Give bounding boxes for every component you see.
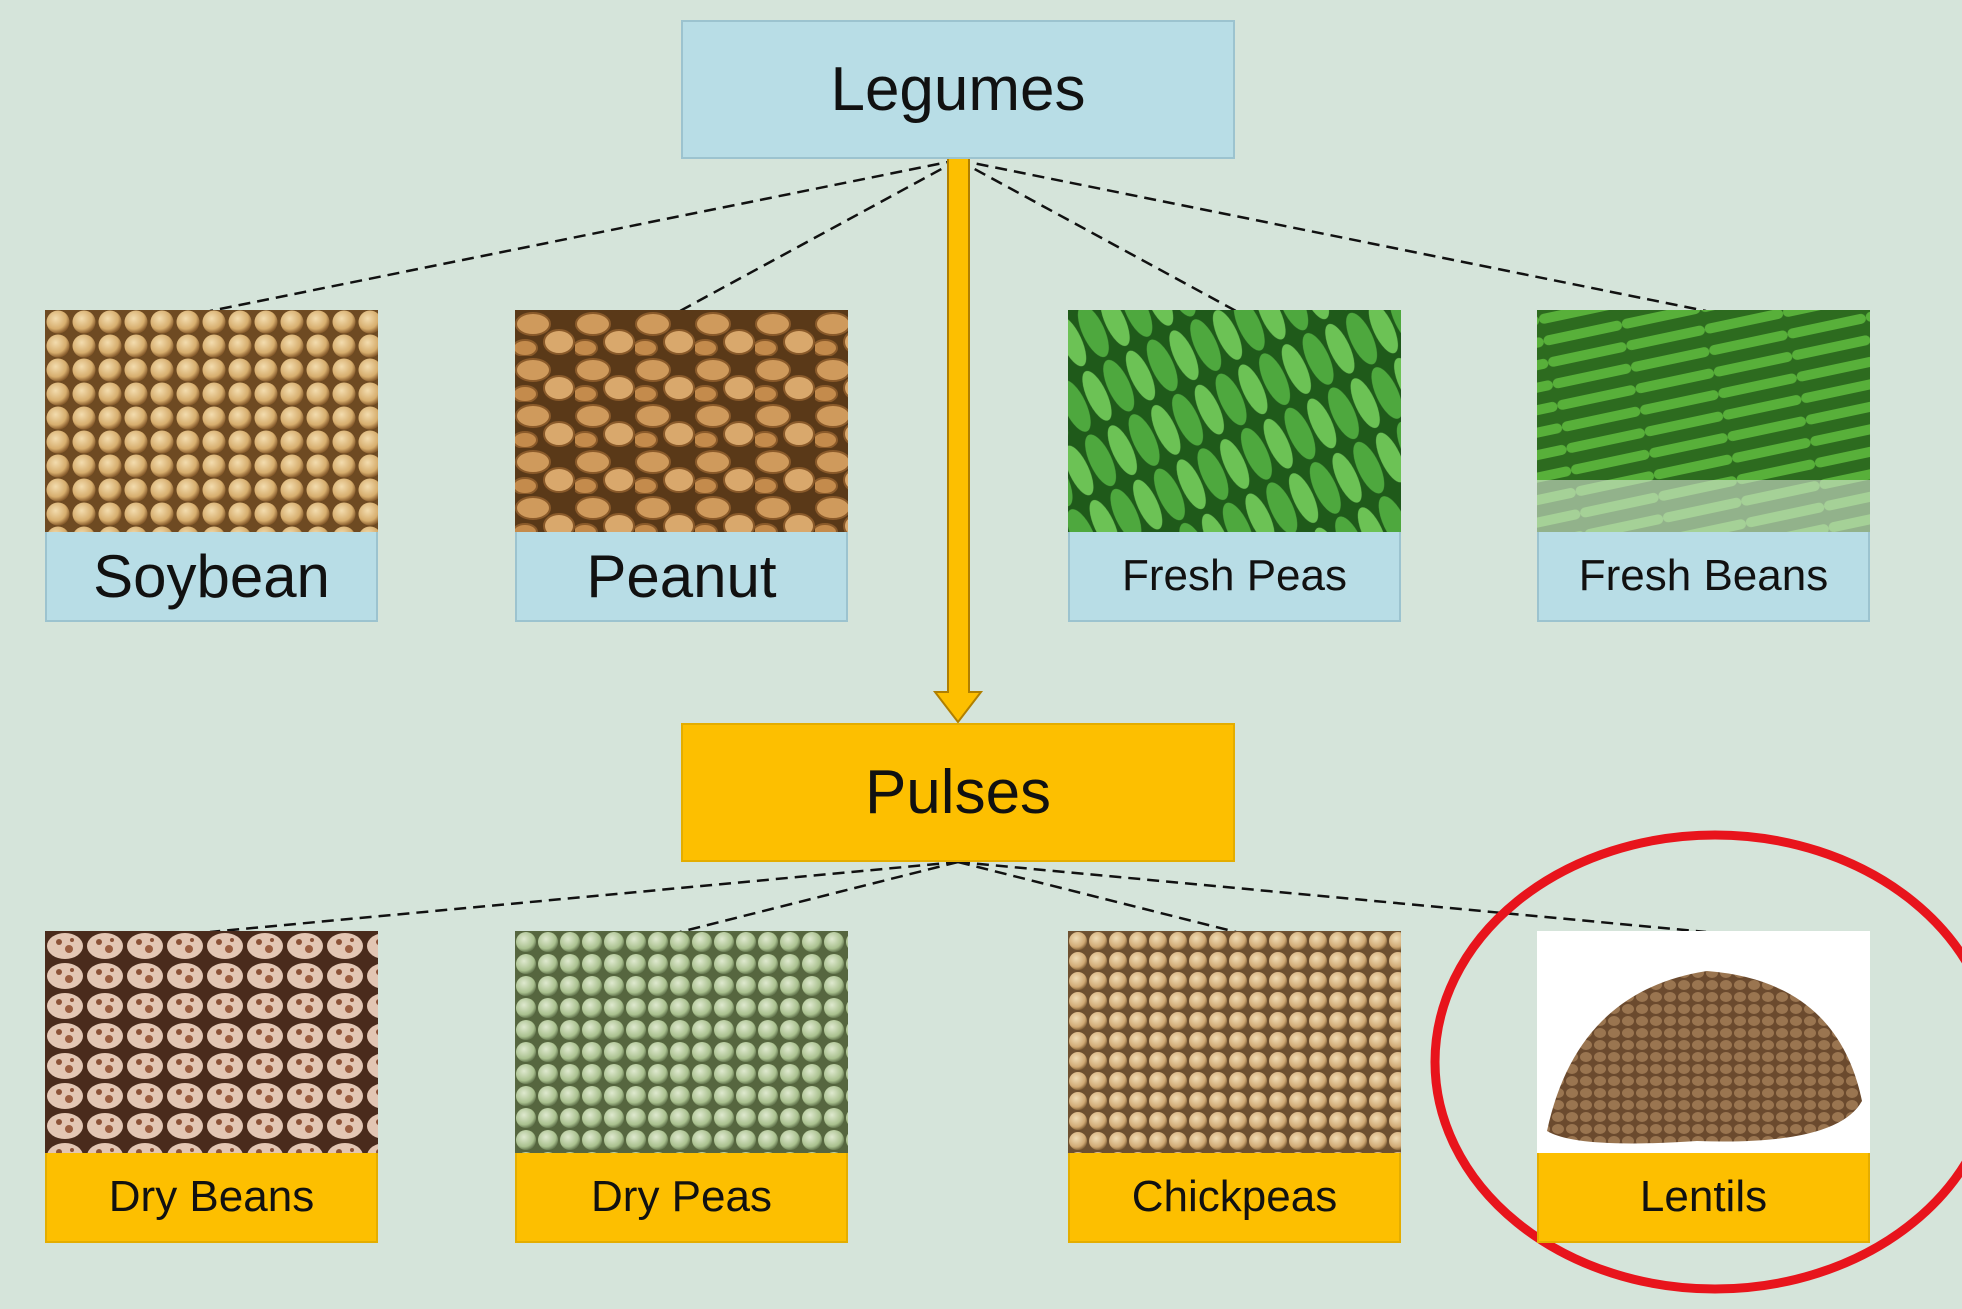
soybean-label: Soybean <box>45 532 378 622</box>
connector-legumes-fresh-peas <box>958 160 1236 311</box>
pulse-card-dry-beans: Dry Beans <box>45 931 378 1243</box>
dry-peas-image <box>515 931 848 1153</box>
dry-beans-image <box>45 931 378 1153</box>
chickpeas-label: Chickpeas <box>1068 1153 1401 1243</box>
pulse-card-dry-peas: Dry Peas <box>515 931 848 1243</box>
soybean-image <box>45 310 378 532</box>
connector-pulses-chickpeas <box>958 862 1236 932</box>
dry-beans-label: Dry Beans <box>45 1153 378 1243</box>
fresh-peas-image <box>1068 310 1401 532</box>
legumes-box: Legumes <box>681 20 1235 159</box>
connector-legumes-fresh-beans <box>958 160 1706 311</box>
connector-legumes-peanut <box>680 160 958 311</box>
fresh-beans-image <box>1537 310 1870 532</box>
legume-card-fresh-peas: Fresh Peas <box>1068 310 1401 622</box>
legume-card-peanut: Peanut <box>515 310 848 622</box>
chickpeas-image <box>1068 931 1401 1153</box>
connector-pulses-dry-beans <box>210 862 958 932</box>
fresh-peas-label: Fresh Peas <box>1068 532 1401 622</box>
pulses-title: Pulses <box>865 757 1051 828</box>
dry-peas-label: Dry Peas <box>515 1153 848 1243</box>
connector-pulses-lentils <box>958 862 1706 932</box>
pulses-box: Pulses <box>681 723 1235 862</box>
connector-pulses-dry-peas <box>680 862 958 932</box>
legumes-title: Legumes <box>830 54 1085 125</box>
connector-legumes-soybean <box>210 160 958 311</box>
peanut-image <box>515 310 848 532</box>
peanut-label: Peanut <box>515 532 848 622</box>
lentils-label: Lentils <box>1537 1153 1870 1243</box>
pulse-card-lentils: Lentils <box>1537 931 1870 1243</box>
legume-card-fresh-beans: Fresh Beans <box>1537 310 1870 622</box>
lentils-image <box>1537 931 1870 1153</box>
legume-card-soybean: Soybean <box>45 310 378 622</box>
pulse-card-chickpeas: Chickpeas <box>1068 931 1401 1243</box>
fresh-beans-label: Fresh Beans <box>1537 532 1870 622</box>
legumes-to-pulses-arrow <box>935 158 981 722</box>
